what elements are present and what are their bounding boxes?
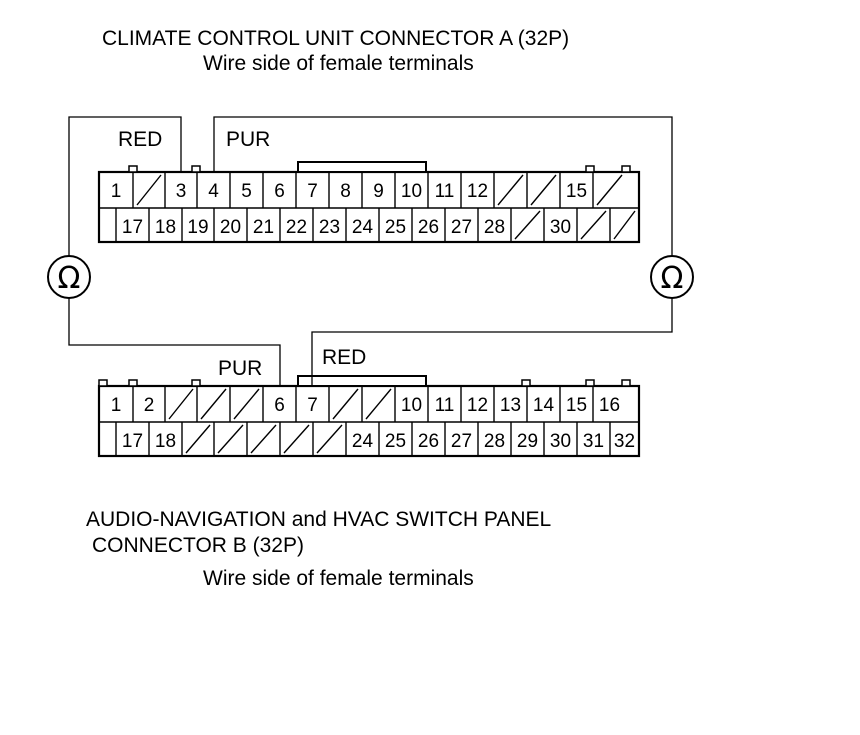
ohmmeter-left: Ω [47,255,91,299]
connector-b-top-terminal-16: 16 [599,395,620,416]
connector-b-bottom-terminal-25: 25 [385,431,406,452]
connector-b-bottom-terminal-32: 32 [614,431,635,452]
connector-a-bottom-terminal-27: 27 [451,217,472,238]
key-notch [191,165,201,173]
connector-b-top-terminal-7: 7 [307,395,318,416]
connector-b-top-terminal-14: 14 [533,395,555,416]
connector-a-title: CLIMATE CONTROL UNIT CONNECTOR A (32P) [102,27,569,50]
connector-b-bottom-terminal-31: 31 [583,431,604,452]
unused-terminal-slash [250,424,277,454]
unused-terminal-slash [136,174,162,206]
wire-label-pur-b: PUR [218,357,262,380]
connector-b-title-line1: AUDIO-NAVIGATION and HVAC SWITCH PANEL [86,508,551,531]
connector-b-bottom-terminal-28: 28 [484,431,505,452]
connector-a-top-terminal-1: 1 [111,181,122,202]
wire-label-red-a: RED [118,128,162,151]
connector-a-top-terminal-12: 12 [467,181,488,202]
connector-b-top-terminal-11: 11 [435,395,455,416]
key-notch [98,379,108,387]
key-notch [128,165,138,173]
connector-a-bottom-terminal-17: 17 [122,217,143,238]
unused-terminal-slash [497,174,524,206]
connector-a-bottom-terminal-28: 28 [484,217,505,238]
wire-red-a3 [68,116,182,256]
connector-b-top-terminal-13: 13 [500,395,521,416]
wire-pur-a4 [213,116,673,256]
connector-b-bottom-terminal-27: 27 [451,431,472,452]
unused-terminal-slash [200,388,227,420]
connector-b-bottom-terminal-17: 17 [122,431,143,452]
unused-terminal-slash [365,388,392,420]
unused-terminal-slash [168,388,194,420]
connector-a-bottom-terminal-25: 25 [385,217,406,238]
connector-a-top-terminal-8: 8 [340,181,351,202]
connector-b-top-terminal-15: 15 [566,395,587,416]
unused-terminal-slash [596,174,623,206]
lock-rib [297,161,427,173]
key-notch [191,379,201,387]
key-notch [621,165,631,173]
unused-terminal-slash [185,424,211,454]
connector-b-bottom-terminal-24: 24 [352,431,374,452]
connector-a-bottom-terminal-24: 24 [352,217,374,238]
connector-b-title-line2: CONNECTOR B (32P) [92,534,304,557]
unused-terminal-slash [530,174,557,206]
connector-a-bottom-terminal-19: 19 [187,217,208,238]
connector-b-bottom-terminal-26: 26 [418,431,439,452]
connector-a-bottom-terminal-26: 26 [418,217,439,238]
connector-a-bottom-terminal-20: 20 [220,217,241,238]
key-notch [128,379,138,387]
connector-a-bottom-terminal-22: 22 [286,217,307,238]
connector-a-top-terminal-6: 6 [274,181,285,202]
test-circuit [68,116,673,386]
connector-b-bottom-terminal-29: 29 [517,431,538,452]
unused-terminal-slash [283,424,310,454]
key-notch [585,165,595,173]
lock-rib [297,375,427,387]
unused-terminal-slash [580,210,607,240]
unused-terminal-slash [217,424,244,454]
connector-a-top-terminal-9: 9 [373,181,384,202]
key-notch [621,379,631,387]
connector-b-top-terminal-6: 6 [274,395,285,416]
ohm-icon-right: Ω [661,261,684,296]
connector-b-subtitle: Wire side of female terminals [203,567,474,590]
ohmmeter-right: Ω [650,255,694,299]
connector-a-bottom-terminal-18: 18 [155,217,176,238]
wire-label-red-b: RED [322,346,366,369]
connector-a-top-terminal-3: 3 [176,181,187,202]
connector-b-top-terminal-10: 10 [401,395,422,416]
connector-a-bottom-terminal-21: 21 [253,217,274,238]
wire-pur-b6 [68,298,281,386]
connector-b-bottom-terminal-30: 30 [550,431,571,452]
connector-a-top-terminal-7: 7 [307,181,318,202]
connector-a-top-terminal-15: 15 [566,181,587,202]
unused-terminal-slash [233,388,260,420]
unused-terminal-slash [332,388,359,420]
ohm-icon-left: Ω [58,261,81,296]
connector-b-top-terminal-2: 2 [144,395,155,416]
connector-a-bottom-terminal-30: 30 [550,217,571,238]
unused-terminal-slash [316,424,343,454]
connector-a-bottom-terminal-23: 23 [319,217,340,238]
key-notch [521,379,531,387]
unused-terminal-slash [613,210,636,240]
connector-a-top-terminal-11: 11 [435,181,455,202]
connector-b-top-terminal-1: 1 [111,395,122,416]
connector-a-top-terminal-4: 4 [208,181,219,202]
wire-red-b7 [311,298,673,386]
connector-a-top-terminal-5: 5 [241,181,252,202]
key-notch [585,379,595,387]
unused-terminal-slash [514,210,541,240]
connector-a-subtitle: Wire side of female terminals [203,52,474,75]
connector-a-top-terminal-10: 10 [401,181,422,202]
connector-b-bottom-terminal-18: 18 [155,431,176,452]
wire-label-pur-a: PUR [226,128,270,151]
connector-b-top-terminal-12: 12 [467,395,488,416]
